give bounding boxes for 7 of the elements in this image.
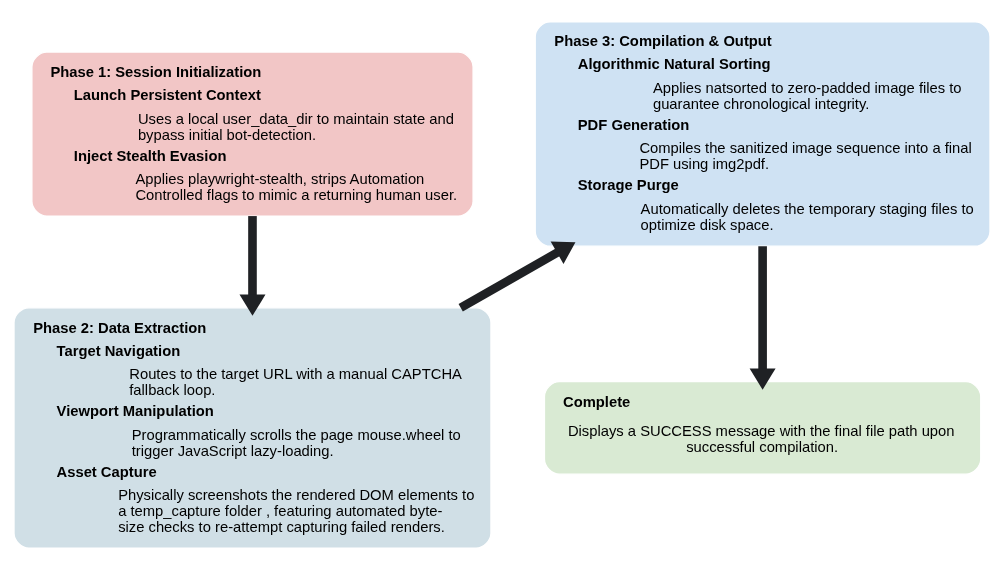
node-box: Phase 3: Compilation & Output Algorithmic Natural Sorting Applies natsorted to zero-padded image files to guarantee chronological integrity. PDF Generation Compiles the sanitized image sequence into a final PDF using img2pdf. Storage Purge Automatically deletes the temporary staging files to optimize disk space. bbox=[534, 20, 991, 247]
node-box: Phase 1: Session Initialization Launch Persistent Context Uses a local user_data_dir to maintain state and bypass initial bot-detection. Inject Stealth Evasion Applies playwright-stealth, strips Automation Controlled flags to mimic a returning human user. bbox=[30, 51, 474, 217]
arrow bbox=[239, 215, 265, 316]
node-box: Phase 2: Data Extraction Target Navigation Routes to the target URL with a manual CAPTCHA fallback loop. Viewport Manipulation Programmatically scrolls the page mouse.wheel to trigger JavaScript lazy-loading. Asset Capture Physically screenshots the rendered DOM elements to a temp_capture folder , featuring automated byte-size checks to re-attempt capturing failed renders. bbox=[12, 306, 492, 549]
arrow bbox=[458, 240, 575, 311]
arrow bbox=[749, 245, 776, 390]
node-box: Complete Displays a SUCCESS message with the final file path upon successful compilation. bbox=[543, 380, 981, 475]
